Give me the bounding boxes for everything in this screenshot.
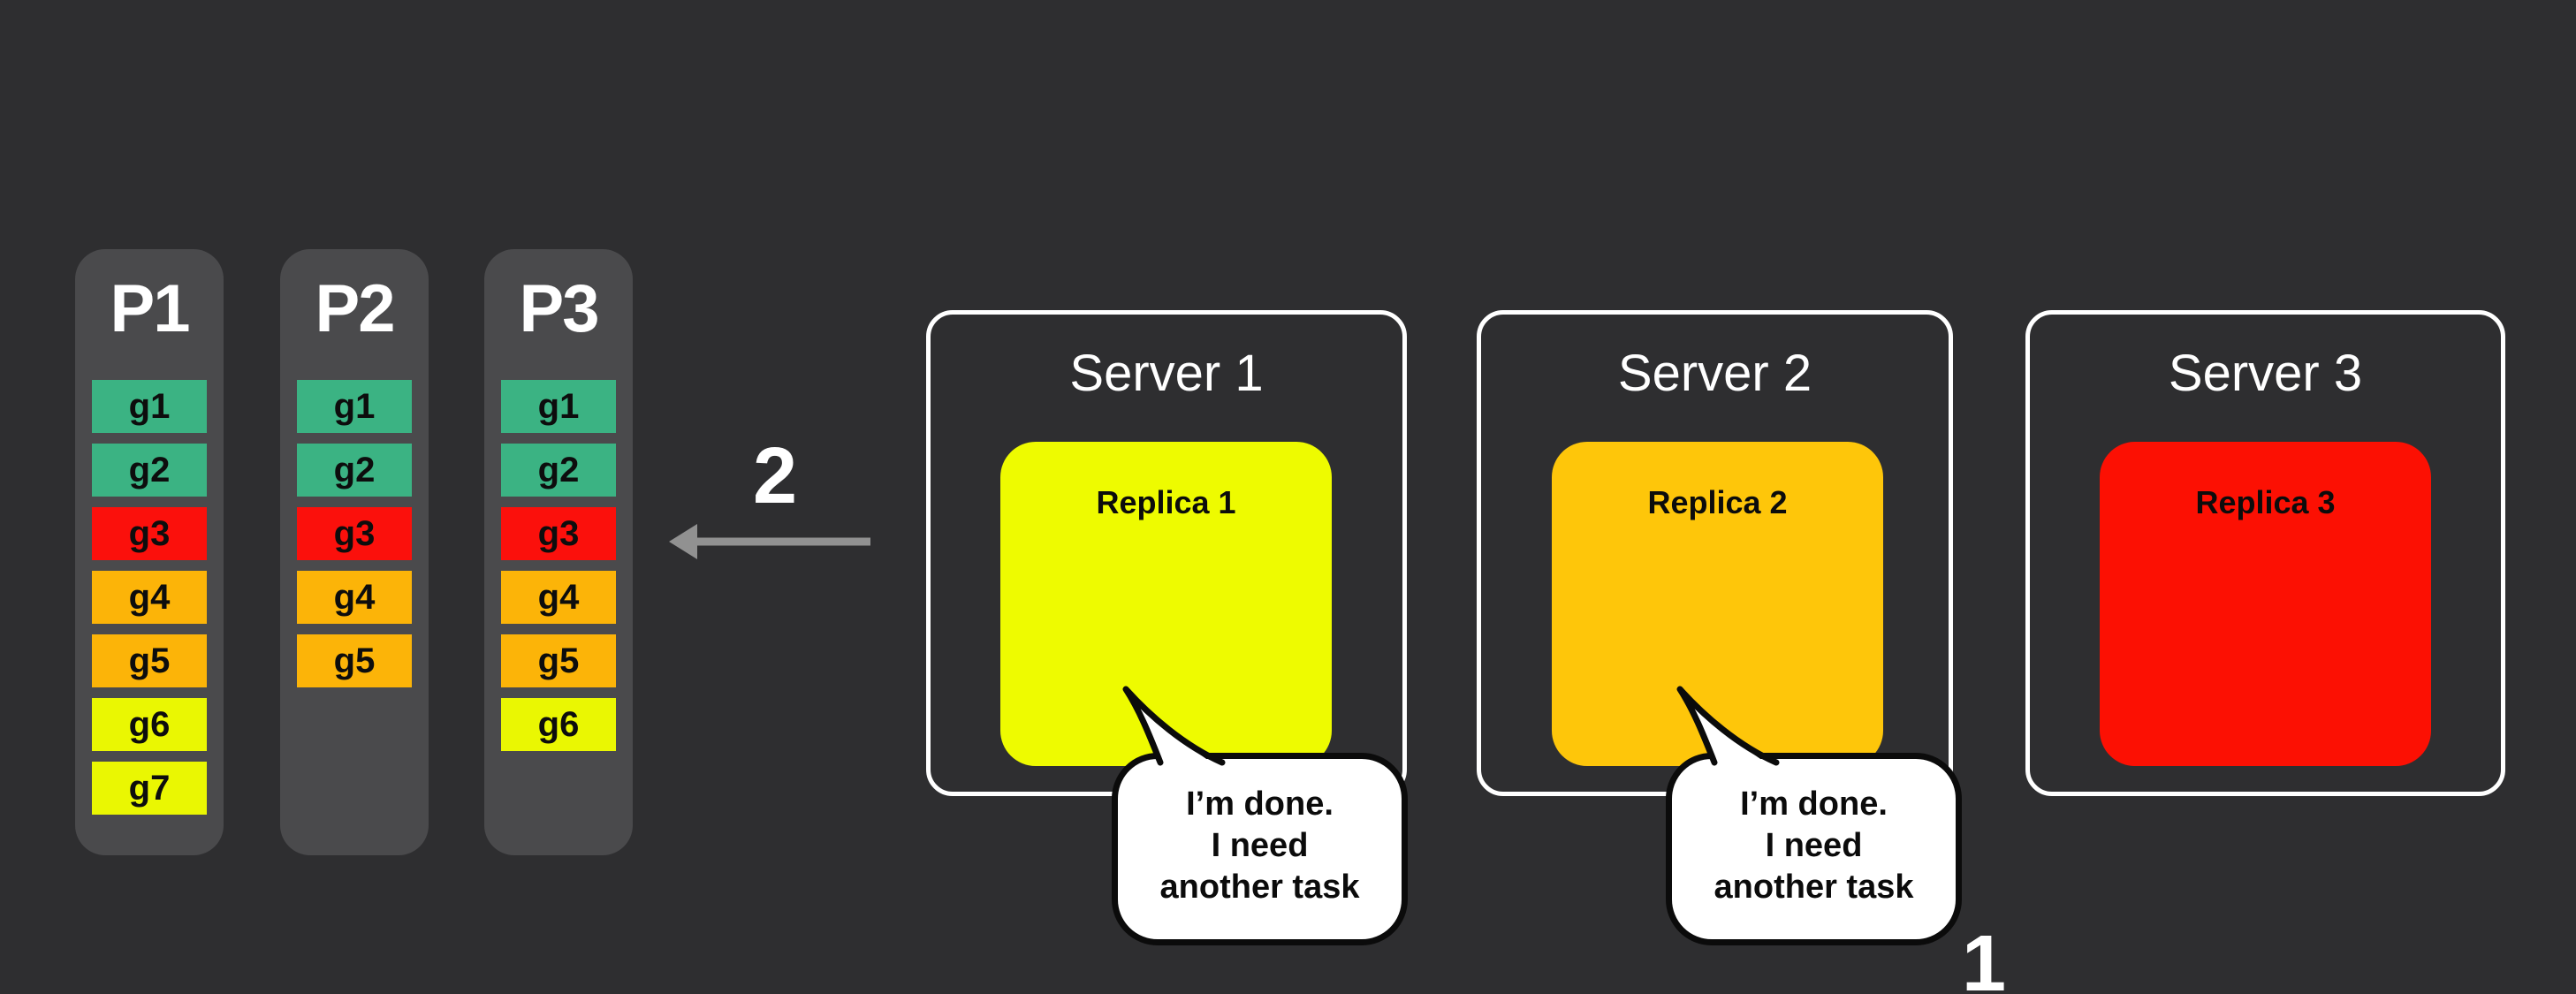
- speech-line: I need: [1765, 827, 1863, 864]
- task-block: g3: [501, 507, 616, 560]
- partition-title: P2: [315, 271, 396, 346]
- replica-title: Replica 1: [1096, 484, 1236, 520]
- replica-box-3: Replica 3: [2100, 442, 2431, 766]
- speech-line: I need: [1211, 827, 1309, 864]
- task-block: g3: [92, 507, 207, 560]
- server-box-3: Server 3: [2025, 310, 2505, 796]
- task-block: g1: [501, 380, 616, 433]
- task-block: g2: [92, 444, 207, 497]
- task-block: g5: [501, 634, 616, 687]
- replica-box-2: Replica 2: [1552, 442, 1883, 766]
- replica-box-1: Replica 1: [1000, 442, 1332, 766]
- server-title: Server 2: [1617, 345, 1812, 402]
- replica-title: Replica 2: [1647, 484, 1788, 520]
- task-block: g6: [92, 698, 207, 751]
- speech-line: I’m done.: [1186, 785, 1334, 823]
- task-block: g7: [92, 762, 207, 815]
- task-block: g1: [92, 380, 207, 433]
- partition-title: P1: [110, 271, 191, 346]
- task-list: g1 g2 g3 g4 g5 g6: [501, 380, 616, 762]
- step-1-label: 1: [1961, 920, 2007, 994]
- step-2-label: 2: [752, 432, 798, 520]
- task-block: g2: [297, 444, 412, 497]
- task-block: g2: [501, 444, 616, 497]
- speech-line: another task: [1714, 869, 1914, 906]
- partition-panel-p2: P2 g1 g2 g3 g4 g5: [280, 249, 429, 855]
- speech-bubble-1: I’m done. I need another task: [1112, 753, 1408, 945]
- task-block: g6: [501, 698, 616, 751]
- task-block: g4: [92, 571, 207, 624]
- partition-panel-p3: P3 g1 g2 g3 g4 g5 g6: [484, 249, 633, 855]
- speech-line: another task: [1159, 869, 1360, 906]
- partition-panel-p1: P1 g1 g2 g3 g4 g5 g6 g7: [75, 249, 224, 855]
- task-block: g5: [297, 634, 412, 687]
- task-block: g3: [297, 507, 412, 560]
- server-title: Server 3: [2168, 345, 2363, 402]
- task-block: g4: [501, 571, 616, 624]
- task-block: g5: [92, 634, 207, 687]
- speech-line: I’m done.: [1740, 785, 1888, 823]
- speech-bubble-2: I’m done. I need another task: [1666, 753, 1962, 945]
- task-block: g4: [297, 571, 412, 624]
- server-title: Server 1: [1069, 345, 1264, 402]
- task-block: g1: [297, 380, 412, 433]
- partition-title: P3: [519, 271, 600, 346]
- speech-bubble-text: I’m done. I need another task: [1118, 759, 1402, 908]
- replica-title: Replica 3: [2195, 484, 2336, 520]
- speech-bubble-text: I’m done. I need another task: [1672, 759, 1956, 908]
- task-list: g1 g2 g3 g4 g5: [297, 380, 412, 698]
- left-arrow-icon: [669, 524, 870, 559]
- task-list: g1 g2 g3 g4 g5 g6 g7: [92, 380, 207, 825]
